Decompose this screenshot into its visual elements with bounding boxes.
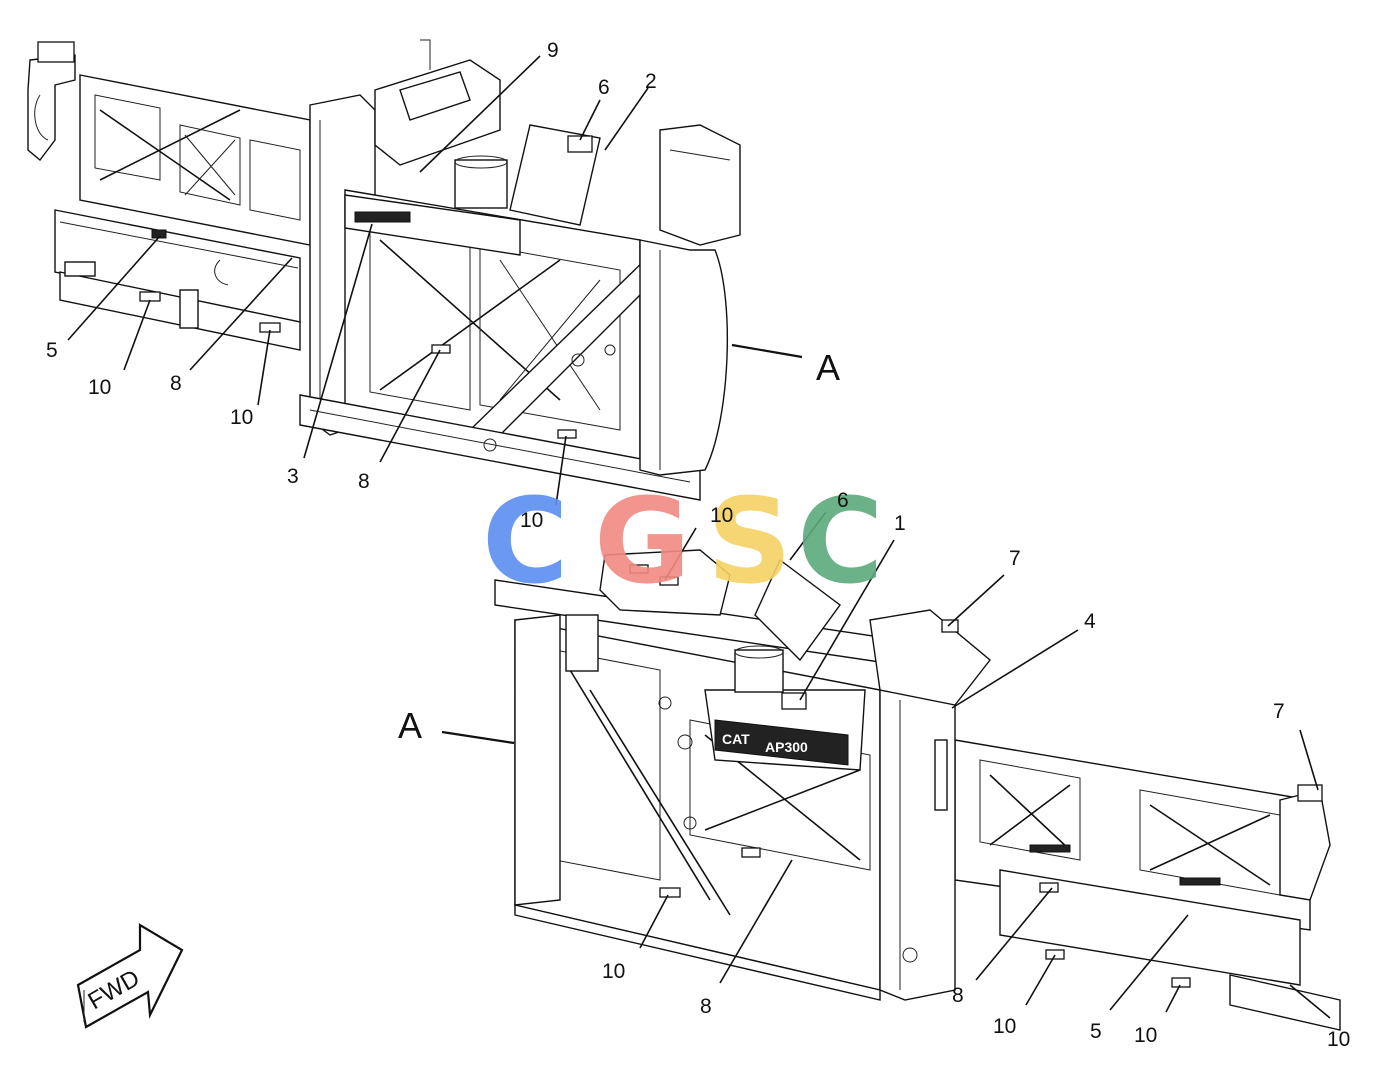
upper-frame-assembly bbox=[27, 39, 741, 501]
watermark-letter-1: C bbox=[482, 472, 569, 610]
callout-8: 8 bbox=[700, 995, 712, 1018]
watermark-letter-2: G bbox=[594, 472, 691, 610]
callout-4: 4 bbox=[1084, 610, 1096, 633]
callout-10: 10 bbox=[88, 376, 111, 399]
callout-2: 2 bbox=[645, 70, 657, 93]
model-decal-text: AP300 bbox=[765, 739, 808, 755]
callout-6: 6 bbox=[837, 489, 849, 512]
callout-10: 10 bbox=[710, 504, 733, 527]
brand-decal-text: CAT bbox=[722, 731, 750, 747]
callout-10: 10 bbox=[602, 960, 625, 983]
watermark-logo: C G S C bbox=[482, 472, 884, 610]
upper-callouts: 9 6 2 5 10 8 10 3 8 10 A bbox=[46, 39, 840, 532]
watermark-letter-4: C bbox=[797, 472, 884, 610]
callout-5: 5 bbox=[1090, 1020, 1102, 1043]
callout-A: A bbox=[816, 347, 840, 388]
lower-frame-assembly: CAT AP300 bbox=[494, 549, 1341, 1031]
callout-3: 3 bbox=[287, 465, 299, 488]
callout-10: 10 bbox=[993, 1015, 1016, 1038]
callout-8: 8 bbox=[170, 372, 182, 395]
lower-leader-lines bbox=[441, 511, 1331, 1019]
forward-direction-arrow: FWD bbox=[76, 923, 184, 1029]
callout-7: 7 bbox=[1009, 547, 1021, 570]
callout-10: 10 bbox=[1134, 1024, 1157, 1047]
callout-10: 10 bbox=[520, 509, 543, 532]
watermark-letter-3: S bbox=[707, 472, 792, 610]
callout-1: 1 bbox=[894, 512, 906, 535]
callout-9: 9 bbox=[547, 39, 559, 62]
callout-7: 7 bbox=[1273, 700, 1285, 723]
callout-10: 10 bbox=[230, 406, 253, 429]
lower-callouts: 10 6 1 7 4 A 7 10 8 8 10 5 10 10 bbox=[398, 489, 1350, 1051]
callout-A: A bbox=[398, 705, 422, 746]
callout-6: 6 bbox=[598, 76, 610, 99]
upper-leader-lines bbox=[67, 55, 803, 506]
callout-8: 8 bbox=[358, 470, 370, 493]
callout-5: 5 bbox=[46, 339, 58, 362]
callout-10: 10 bbox=[1327, 1028, 1350, 1051]
fwd-label: FWD bbox=[84, 964, 145, 1015]
callout-8: 8 bbox=[952, 984, 964, 1007]
